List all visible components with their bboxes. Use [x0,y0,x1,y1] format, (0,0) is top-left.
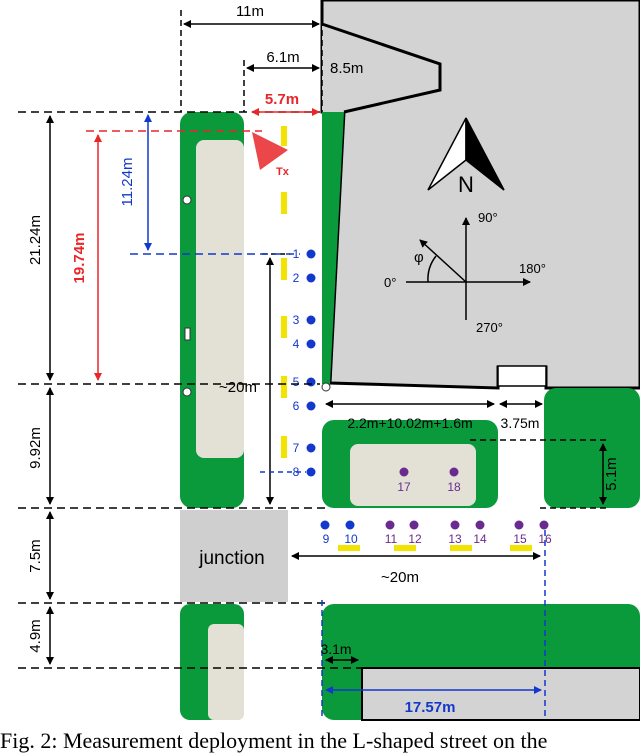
rx-points-horizontal [320,467,549,530]
dim-label: 3.75m [501,415,540,431]
point-label: 11 [385,532,398,546]
middle-inner-block [350,444,476,506]
dim-label-red: 19.74m [71,233,88,284]
tx-label: Tx [276,166,290,178]
point-label: 4 [293,337,300,351]
point-label: 1 [293,247,300,261]
point-label: 16 [538,532,552,546]
rx-point [409,520,419,530]
angle-compass-icon [406,217,531,320]
rx-point [306,401,316,411]
dim-label: ~20m [381,569,419,586]
left-inner-block [196,140,244,458]
angle-label: 0° [384,275,396,290]
rx-point [399,467,409,477]
dim-label: 7.5m [27,539,44,572]
angle-label: φ [414,249,424,266]
marker-dot [321,382,331,392]
rx-point [306,315,316,325]
rx-point [306,339,316,349]
rx-point [539,520,549,530]
marker-rect [184,327,191,341]
right-green-block [544,388,640,508]
rx-points-vertical [306,249,316,477]
marker-dot [182,387,192,397]
point-label: 17 [397,480,411,494]
dim-label: 4.9m [27,619,44,652]
rx-point [514,520,524,530]
point-label: 9 [323,532,330,546]
protrusion-outline [321,22,442,114]
left-lower-inner [208,624,244,720]
dim-label: ~20m [219,379,257,396]
building-protrusion [322,24,440,112]
junction-box [180,510,288,602]
point-label: 12 [408,532,422,546]
rx-point [306,443,316,453]
point-label: 2 [293,271,300,285]
angle-label: 270° [476,320,503,335]
rx-point [450,520,460,530]
gap-marker [497,365,547,387]
point-label: 10 [344,532,358,546]
dim-label-blue: 11.24m [119,158,136,207]
dim-label: 21.24m [27,215,44,265]
right-green-verge [322,112,344,384]
dim-label: 9.92m [27,427,44,469]
point-label: 18 [447,480,461,494]
rx-point [345,520,355,530]
rx-point [306,273,316,283]
rx-point [475,520,485,530]
north-arrow-icon [427,117,505,191]
rx-point [320,520,330,530]
dim-label: 8.5m [330,60,363,77]
point-label: 3 [293,313,300,327]
rx-point [306,249,316,259]
north-label: N [458,172,474,197]
point-label: 7 [293,441,300,455]
angle-label: 90° [478,210,498,225]
dim-label: 2.2m+10.02m+1.6m [347,415,472,431]
figure-caption: Fig. 2: Measurement deployment in the L-… [0,728,548,753]
point-label: 13 [448,532,462,546]
point-label: 6 [293,399,300,413]
dim-label: 11m [236,3,264,20]
dim-label: 6.1m [266,49,299,66]
angle-label: 180° [519,261,546,276]
junction-label: junction [198,548,265,569]
rx-point [306,377,316,387]
rx-point [385,520,395,530]
point-label: 15 [513,532,527,546]
rx-point [306,467,316,477]
bottom-building [361,667,640,721]
dim-label-blue: 17.57m [405,699,456,716]
point-label: 14 [473,532,487,546]
dim-label: 5.1m [603,457,620,490]
marker-dot [182,195,192,205]
dim-label-red: 5.7m [265,91,299,108]
rx-point [449,467,459,477]
dim-label: 3.1m [320,641,351,657]
point-label: 5 [293,375,300,389]
tx-antenna-icon [252,132,288,170]
